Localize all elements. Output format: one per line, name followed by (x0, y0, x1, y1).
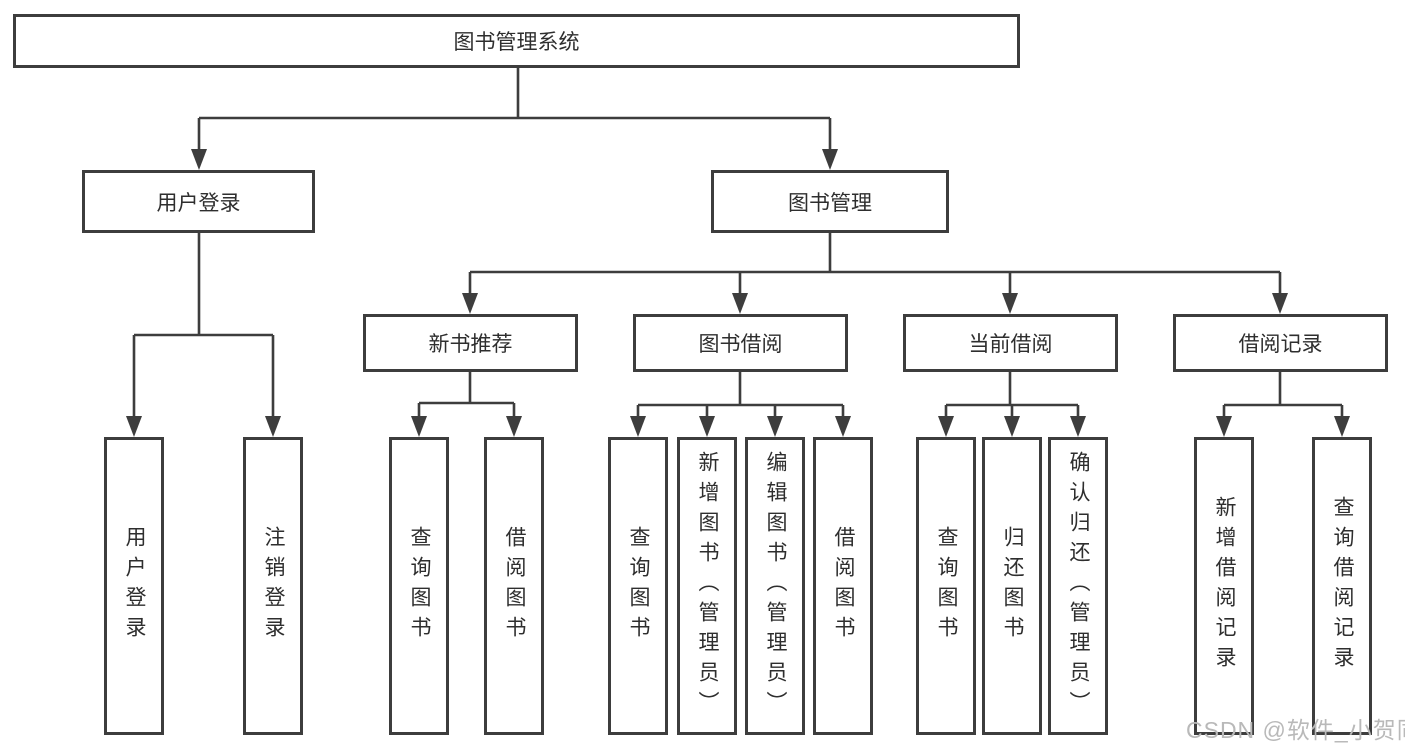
leaf-borrow-books-recommend: 借阅图书 (484, 437, 544, 735)
leaf-add-book-admin: 新增图书（管理员） (677, 437, 737, 735)
leaf-return-books: 归还图书 (982, 437, 1042, 735)
leaf-logout: 注销登录 (243, 437, 303, 735)
node-book-management: 图书管理 (711, 170, 949, 233)
node-library-management-system: 图书管理系统 (13, 14, 1020, 68)
leaf-query-books-recommend: 查询图书 (389, 437, 449, 735)
leaf-query-books-current: 查询图书 (916, 437, 976, 735)
node-borrowing-records: 借阅记录 (1173, 314, 1388, 372)
node-current-borrowing: 当前借阅 (903, 314, 1118, 372)
leaf-query-borrow-record: 查询借阅记录 (1312, 437, 1372, 735)
csdn-watermark: CSDN @软件_小贺同学 (1186, 717, 1405, 743)
node-book-borrowing: 图书借阅 (633, 314, 848, 372)
leaf-edit-book-admin: 编辑图书（管理员） (745, 437, 805, 735)
leaf-borrow-books: 借阅图书 (813, 437, 873, 735)
leaf-user-login: 用户登录 (104, 437, 164, 735)
leaf-add-borrow-record: 新增借阅记录 (1194, 437, 1254, 735)
leaf-confirm-return-admin: 确认归还（管理员） (1048, 437, 1108, 735)
leaf-query-books-borrowing: 查询图书 (608, 437, 668, 735)
node-user-login: 用户登录 (82, 170, 315, 233)
node-new-book-recommendation: 新书推荐 (363, 314, 578, 372)
